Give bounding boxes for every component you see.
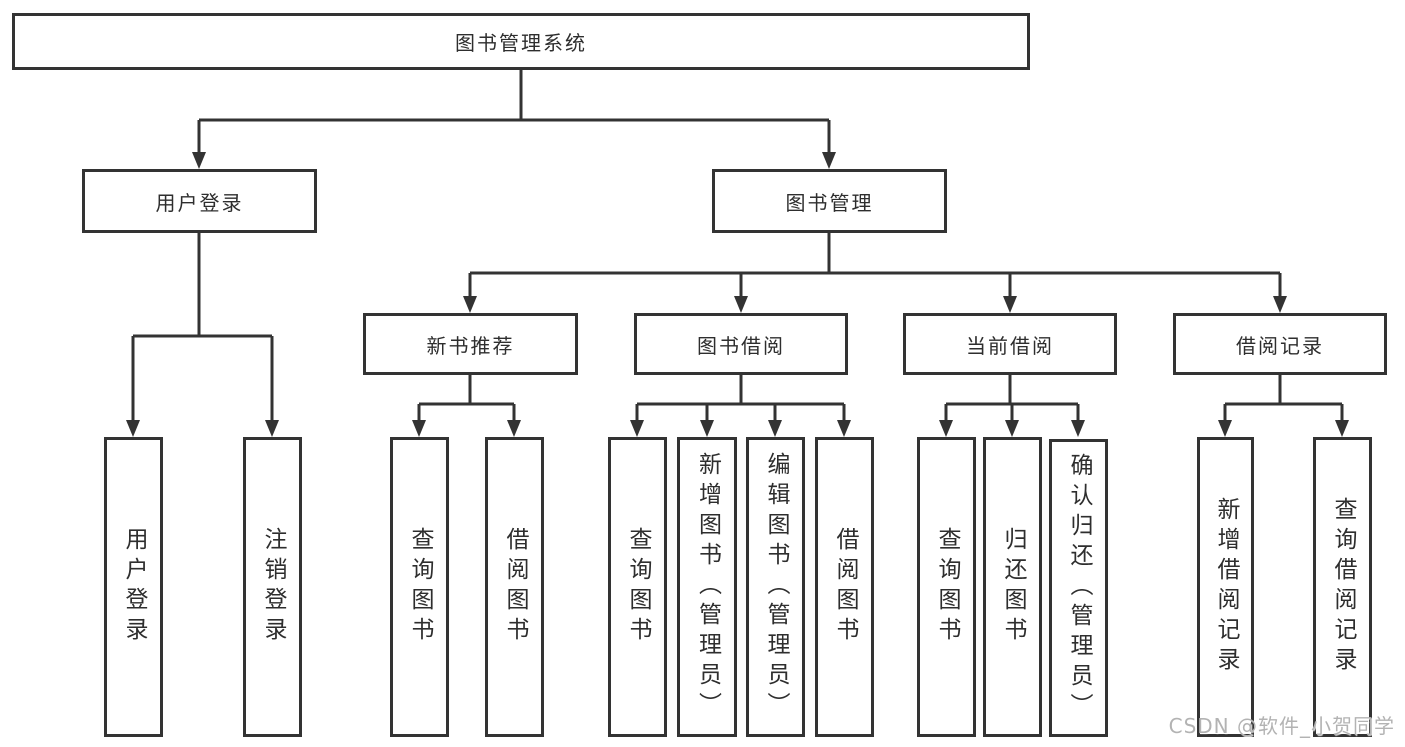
node-system-root: 图书管理系统: [12, 13, 1030, 70]
connector-newrec-to-children: [417, 375, 516, 421]
node-leaf-query-books-2: 查询图书: [608, 437, 667, 737]
arrowhead: [630, 420, 644, 437]
node-leaf-edit-books-admin-label: 编辑图书（管理员）: [763, 452, 789, 722]
arrowhead: [1071, 420, 1085, 437]
connector-borrowing-to-children: [635, 375, 846, 421]
arrowhead: [768, 420, 782, 437]
arrowhead: [463, 296, 477, 313]
connector-bookmgmt-to-level3: [468, 233, 1282, 297]
node-leaf-add-borrow-record-label: 新增借阅记录: [1213, 497, 1239, 677]
node-leaf-add-borrow-record: 新增借阅记录: [1197, 437, 1254, 737]
node-book-management-label: 图书管理: [785, 190, 874, 215]
node-leaf-return-books-label: 归还图书: [1000, 527, 1026, 647]
node-leaf-return-books: 归还图书: [983, 437, 1042, 737]
node-borrowing-records: 借阅记录: [1173, 313, 1387, 375]
node-system-root-label: 图书管理系统: [455, 31, 587, 55]
node-leaf-borrow-books-1: 借阅图书: [485, 437, 544, 737]
node-leaf-logout: 注销登录: [243, 437, 302, 737]
node-current-borrowing-label: 当前借阅: [966, 333, 1054, 358]
arrowhead: [734, 296, 748, 313]
node-book-management: 图书管理: [712, 169, 947, 233]
arrowhead: [1218, 420, 1232, 437]
connector-userlogin-to-children: [131, 233, 274, 421]
node-new-book-recommend-label: 新书推荐: [426, 333, 515, 358]
node-leaf-query-books-3: 查询图书: [917, 437, 976, 737]
node-leaf-query-books-1: 查询图书: [390, 437, 449, 737]
node-leaf-add-books-admin-label: 新增图书（管理员）: [694, 452, 721, 722]
node-leaf-confirm-return-admin: 确认归还（管理员）: [1049, 439, 1108, 737]
connector-current-to-children: [944, 375, 1080, 421]
node-leaf-add-books-admin: 新增图书（管理员）: [677, 437, 737, 737]
arrowhead: [939, 420, 953, 437]
arrowhead: [192, 152, 206, 169]
node-leaf-borrow-books-1-label: 借阅图书: [502, 527, 528, 647]
node-user-login: 用户登录: [82, 169, 317, 233]
arrowhead: [1335, 420, 1349, 437]
node-leaf-user-login: 用户登录: [104, 437, 163, 737]
arrowhead: [1005, 420, 1019, 437]
node-leaf-query-books-2-label: 查询图书: [625, 527, 651, 647]
node-leaf-query-books-3-label: 查询图书: [934, 527, 960, 647]
node-new-book-recommend: 新书推荐: [363, 313, 578, 375]
node-leaf-borrow-books-2: 借阅图书: [815, 437, 874, 737]
arrowhead: [822, 152, 836, 169]
node-book-borrowing: 图书借阅: [634, 313, 848, 375]
node-book-borrowing-label: 图书借阅: [697, 333, 785, 358]
node-user-login-label: 用户登录: [155, 190, 244, 215]
node-leaf-query-books-1-label: 查询图书: [407, 527, 433, 647]
connector-records-to-children: [1223, 375, 1344, 421]
node-leaf-logout-label: 注销登录: [260, 527, 286, 647]
arrowhead: [265, 420, 279, 437]
arrowhead: [412, 420, 426, 437]
arrowhead: [126, 420, 140, 437]
arrowhead: [700, 420, 714, 437]
node-borrowing-records-label: 借阅记录: [1236, 333, 1324, 358]
arrowhead: [1273, 296, 1287, 313]
node-leaf-user-login-label: 用户登录: [121, 527, 147, 647]
node-leaf-query-borrow-record: 查询借阅记录: [1313, 437, 1372, 737]
arrowhead: [837, 420, 851, 437]
arrowhead: [1003, 296, 1017, 313]
arrowhead: [507, 420, 521, 437]
node-leaf-borrow-books-2-label: 借阅图书: [832, 527, 858, 647]
node-leaf-confirm-return-admin-label: 确认归还（管理员）: [1066, 453, 1092, 723]
node-leaf-edit-books-admin: 编辑图书（管理员）: [746, 437, 805, 737]
node-current-borrowing: 当前借阅: [903, 313, 1117, 375]
connector-root-to-level2: [197, 70, 831, 153]
node-leaf-query-borrow-record-label: 查询借阅记录: [1330, 497, 1356, 677]
csdn-watermark: CSDN @软件_小贺同学: [1168, 714, 1395, 738]
